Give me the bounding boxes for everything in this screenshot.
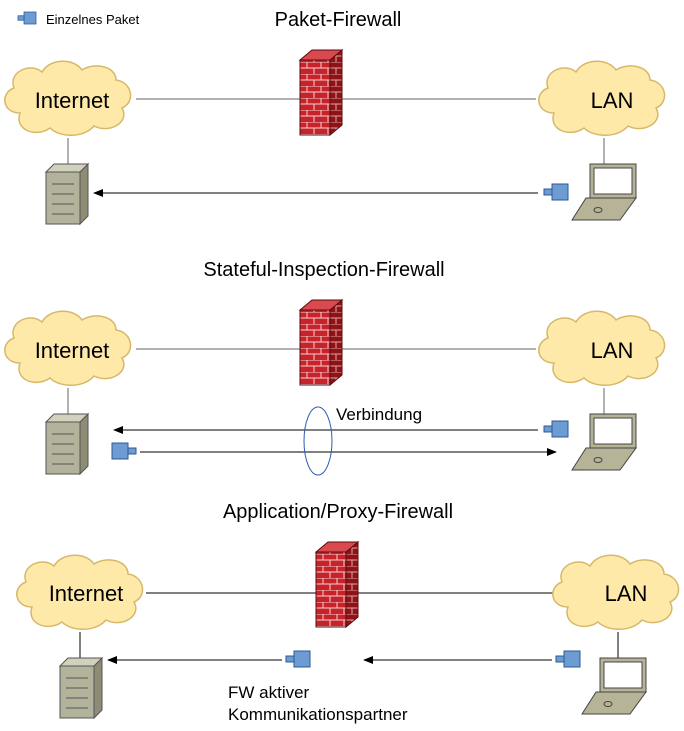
cloud-label: Internet bbox=[49, 581, 124, 606]
cloud-label: Internet bbox=[35, 88, 110, 113]
section-title: Stateful-Inspection-Firewall bbox=[203, 259, 444, 281]
section-stateful-firewall: Stateful-Inspection-Firewall Internet LA… bbox=[4, 259, 666, 476]
note-line: FW aktiver bbox=[228, 683, 310, 702]
cloud-label: LAN bbox=[605, 581, 648, 606]
firewall-icon bbox=[315, 541, 359, 628]
laptop-icon bbox=[581, 657, 647, 715]
connection-ellipse bbox=[303, 406, 333, 476]
packet-icon bbox=[555, 650, 581, 668]
legend-label: Einzelnes Paket bbox=[46, 12, 140, 27]
connection-label: Verbindung bbox=[336, 405, 422, 424]
laptop-icon bbox=[571, 413, 637, 471]
legend: Einzelnes Paket bbox=[17, 11, 140, 27]
firewall-icon bbox=[299, 49, 343, 136]
section-paket-firewall: Paket-Firewall Internet LAN bbox=[4, 9, 666, 225]
section-proxy-firewall: Application/Proxy-Firewall Internet LAN … bbox=[16, 501, 680, 724]
packet-icon bbox=[543, 183, 569, 201]
firewall-icon bbox=[299, 299, 343, 386]
cloud-label: Internet bbox=[35, 338, 110, 363]
laptop-icon bbox=[571, 163, 637, 221]
packet-icon bbox=[543, 420, 569, 438]
cloud-label: LAN bbox=[591, 338, 634, 363]
packet-icon bbox=[17, 11, 37, 25]
section-title: Paket-Firewall bbox=[275, 9, 402, 31]
cloud-label: LAN bbox=[591, 88, 634, 113]
server-icon bbox=[45, 163, 89, 225]
server-icon bbox=[59, 657, 103, 719]
packet-icon bbox=[111, 442, 137, 460]
packet-icon bbox=[285, 650, 311, 668]
section-title: Application/Proxy-Firewall bbox=[223, 501, 453, 523]
note-line: Kommunikationspartner bbox=[228, 705, 408, 724]
server-icon bbox=[45, 413, 89, 475]
